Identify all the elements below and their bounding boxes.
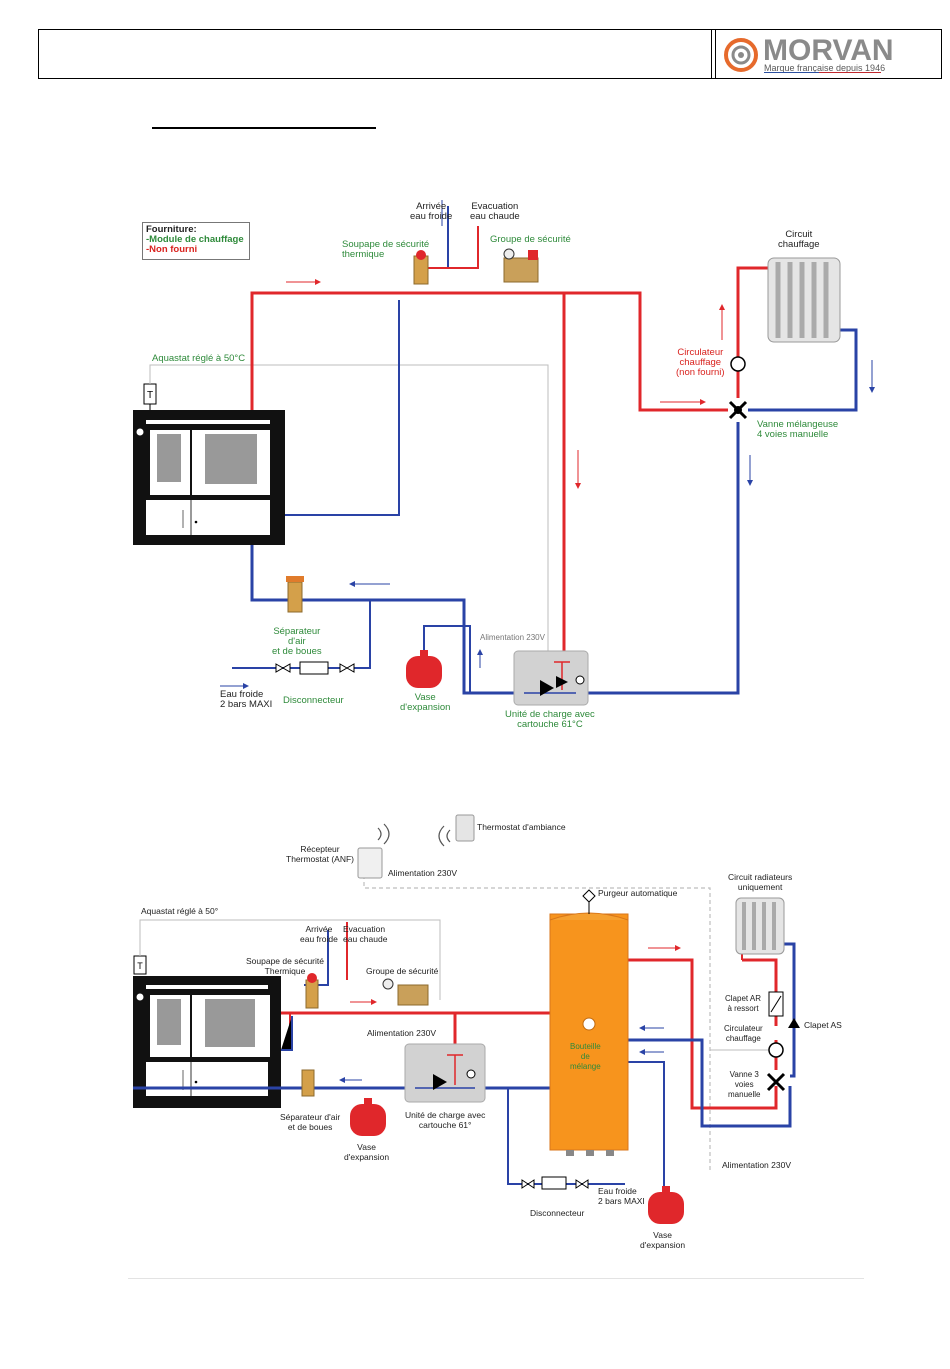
header-divider — [715, 30, 716, 78]
mixing-valve-1 — [728, 400, 748, 420]
label-power-supply-top: Alimentation 230V — [388, 868, 457, 878]
label-aquastat-2: Aquastat réglé à 50° — [141, 906, 219, 916]
label-charging-unit: Unité de charge avec cartouche 61°C — [505, 709, 595, 730]
brand-name: MORVAN — [763, 34, 894, 67]
label-auto-air-vent: Purgeur automatique — [598, 888, 678, 898]
charging-unit-2 — [404, 1043, 486, 1103]
legend-title: Fourniture: — [146, 224, 197, 235]
label-disconnector-2: Disconnecteur — [530, 1208, 585, 1218]
label-mixing-bottle: Bouteille de mélange — [570, 1042, 601, 1071]
label-cold-water-inlet: Arrivée eau froide — [410, 201, 453, 222]
legend-box: Fourniture: -Module de chauffage -Non fo… — [142, 222, 250, 260]
flag-line-red — [819, 72, 881, 73]
label-hot-water-outlet-2: Evacuation eau chaude — [343, 924, 388, 944]
label-room-thermostat: Thermostat d'ambiance — [477, 822, 566, 832]
label-safety-group-2: Groupe de sécurité — [366, 966, 439, 976]
air-separator-1 — [287, 581, 303, 613]
label-cold-water-2: Eau froide 2 bars MAXI — [598, 1186, 645, 1206]
page-header: MORVAN Marque française depuis 1946 — [38, 29, 942, 79]
label-check-valve-as: Clapet AS — [804, 1020, 842, 1030]
label-radiator-circuit: Circuit radiateurs uniquement — [728, 872, 793, 892]
label-expansion-vessel: Vase d'expansion — [400, 692, 451, 713]
label-circulator: Circulateur chauffage (non fourni) — [676, 347, 725, 378]
circulator-pump-1 — [730, 356, 746, 372]
header-divider — [711, 30, 712, 78]
thermostat-receiver — [357, 847, 383, 879]
disconnector-1 — [275, 661, 355, 675]
label-three-way-valve: Vanne 3 voies manuelle — [728, 1070, 761, 1099]
thermal-relief-valve-1 — [413, 255, 429, 285]
label-air-separator: Séparateur d'air et de boues — [272, 626, 322, 657]
label-thermostat-receiver: Récepteur Thermostat (ANF) — [286, 844, 355, 864]
label-hot-water-outlet: Evacuation eau chaude — [470, 201, 520, 222]
flag-line-blue — [764, 72, 819, 73]
label-thermal-relief-valve-2: Soupape de sécurité Thermique — [246, 956, 324, 976]
circulator-pump-2 — [768, 1042, 784, 1058]
brand-tagline: Marque française depuis 1946 — [764, 63, 886, 73]
logo-emblem-icon — [724, 38, 758, 72]
room-thermostat — [455, 814, 475, 842]
label-air-separator-2: Séparateur d'air et de boues — [280, 1112, 341, 1132]
air-separator-2 — [301, 1069, 315, 1097]
legend-supplied: -Module de chauffage — [146, 234, 244, 245]
check-valve-as — [788, 1018, 800, 1028]
label-power-supply: Alimentation 230V — [480, 633, 545, 642]
label-disconnector: Disconnecteur — [283, 695, 344, 706]
label-cold-water: Eau froide 2 bars MAXI — [220, 689, 273, 710]
legend-not-supplied: -Non fourni — [146, 244, 198, 255]
label-aquastat: Aquastat réglé à 50°C — [152, 353, 246, 364]
expansion-vessel-2 — [350, 1098, 386, 1136]
three-way-valve — [766, 1072, 786, 1092]
label-circulator-2: Circulateur chauffage — [724, 1024, 763, 1043]
safety-group-1 — [503, 257, 539, 283]
label-expansion-vessel-3: Vase d'expansion — [640, 1230, 686, 1250]
label-charging-unit-2: Unité de charge avec cartouche 61° — [405, 1110, 486, 1130]
section-title-underline — [152, 127, 376, 129]
diagram-2: T — [133, 814, 800, 1224]
morvan-logo: MORVAN Marque française depuis 1946 — [723, 34, 933, 74]
expansion-vessel-3 — [648, 1186, 684, 1224]
label-heating-circuit: Circuit chauffage — [778, 229, 820, 250]
safety-group-2 — [397, 984, 429, 1006]
label-spring-check-valve: Clapet AR à ressort — [725, 994, 762, 1013]
stove-1 — [133, 410, 285, 545]
label-cold-water-inlet-2: Arrivée eau froide — [300, 924, 338, 944]
label-power-supply-mid: Alimentation 230V — [367, 1028, 436, 1038]
diagram-1: T — [133, 200, 875, 706]
thermal-relief-valve-2 — [305, 979, 319, 1009]
label-safety-group: Groupe de sécurité — [490, 234, 571, 245]
label-mixing-valve: Vanne mélangeuse 4 voies manuelle — [757, 419, 839, 440]
label-expansion-vessel-2: Vase d'expansion — [344, 1142, 390, 1162]
disconnector-2 — [521, 1176, 589, 1190]
thermostat-t-label-2: T — [137, 961, 143, 971]
footer-separator — [128, 1278, 864, 1279]
radiator-1 — [767, 257, 841, 343]
label-thermal-relief-valve: Soupape de sécurité thermique — [342, 239, 430, 260]
radiator-2 — [735, 897, 785, 955]
label-power-supply-bottom: Alimentation 230V — [722, 1160, 791, 1170]
expansion-vessel-1 — [406, 650, 442, 688]
stove-2 — [133, 976, 281, 1108]
thermostat-t-label: T — [147, 390, 153, 401]
mixing-bottle — [549, 889, 629, 1156]
charging-unit-1 — [513, 650, 589, 706]
